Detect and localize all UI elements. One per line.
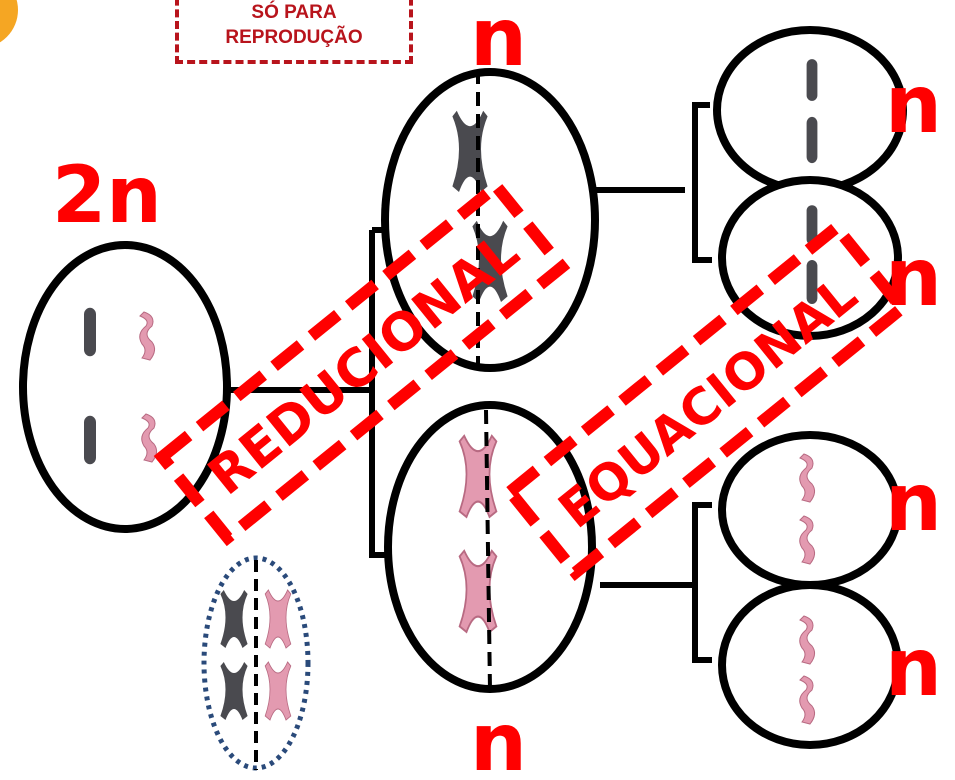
cell-bottom-meiosis-1 bbox=[384, 401, 596, 693]
cell-top-meiosis-1 bbox=[381, 68, 599, 372]
label-n-top: n bbox=[470, 0, 527, 84]
parent-cell bbox=[19, 241, 231, 533]
label-n-bottom: n bbox=[470, 696, 527, 780]
tetrad-inset bbox=[201, 555, 311, 771]
label-n-daughter-1: n bbox=[885, 58, 942, 151]
daughter-cell-2 bbox=[718, 176, 902, 340]
connector-bracket-bottom-right bbox=[692, 502, 712, 663]
label-n-daughter-3: n bbox=[885, 456, 942, 549]
notice-line-1: SÓ PARA bbox=[251, 2, 337, 23]
label-2n: 2n bbox=[52, 151, 162, 241]
label-n-daughter-4: n bbox=[885, 621, 942, 714]
notice-line-2: REPRODUÇÃO bbox=[225, 27, 363, 48]
corner-badge bbox=[0, 0, 18, 43]
connector-bracket-top-right bbox=[692, 102, 712, 263]
daughter-cell-3 bbox=[718, 431, 902, 589]
daughter-cell-1 bbox=[713, 26, 907, 194]
daughter-cell-4 bbox=[718, 581, 902, 749]
reproduction-notice: SÓ PARA REPRODUÇÃO bbox=[175, 0, 413, 64]
